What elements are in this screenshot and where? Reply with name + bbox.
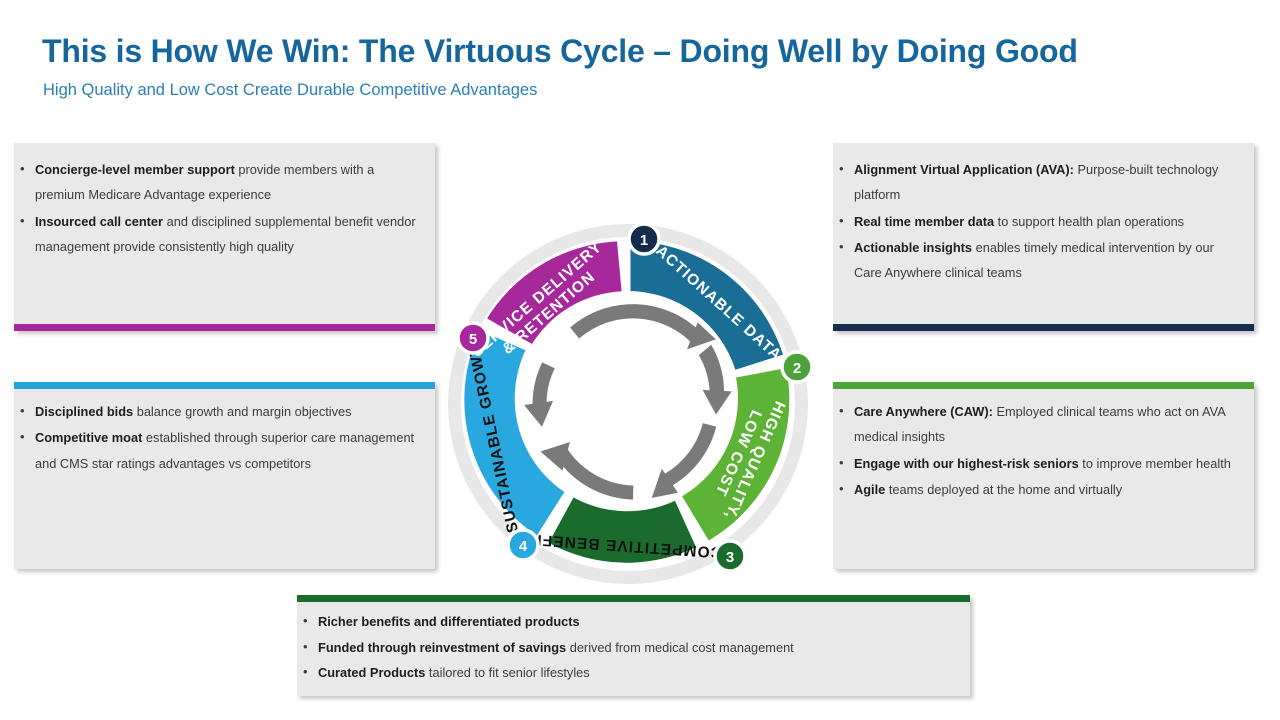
bullet-bold-text: Concierge-level member support xyxy=(35,162,235,177)
virtuous-cycle-diagram: ACTIONABLE DATA HIGH QUALITY, LOW COST C… xyxy=(442,218,814,590)
bullet-plain-text: Employed clinical teams who act on AVA m… xyxy=(854,404,1226,445)
badge-circle-5[interactable] xyxy=(456,321,490,355)
bullet-item: Disciplined bids balance growth and marg… xyxy=(14,398,423,424)
bullet-item: Real time member data to support health … xyxy=(833,208,1242,234)
segment-actionable-data[interactable] xyxy=(628,241,783,370)
bullet-item: Funded through reinvestment of savings d… xyxy=(297,635,958,661)
accent-bar-bottom-center xyxy=(297,595,970,602)
bullet-item: Alignment Virtual Application (AVA): Pur… xyxy=(833,156,1242,208)
bullet-bold-text: Agile xyxy=(854,481,886,497)
accent-bar-bottom-right xyxy=(833,382,1254,389)
inner-arrow-cycle xyxy=(524,304,732,500)
number-badges: 1 2 3 4 5 xyxy=(456,222,814,573)
cycle-arrow-3 xyxy=(698,344,725,402)
bullet-bold-text: Real time member data xyxy=(854,213,995,229)
cycle-arrow-1 xyxy=(532,362,555,416)
bullet-plain-text: enables timely medical intervention by o… xyxy=(854,239,1214,281)
bullet-item: Curated Products tailored to fit senior … xyxy=(297,660,958,686)
page-subtitle: High Quality and Low Cost Create Durable… xyxy=(43,81,538,99)
bullet-plain-text: balance growth and margin objectives xyxy=(133,404,352,419)
badge-circle-4[interactable] xyxy=(506,528,540,562)
callout-top-left: Concierge-level member support provide m… xyxy=(14,143,435,331)
bullet-item: Agile teams deployed at the home and vir… xyxy=(833,476,1242,502)
badge-circle-3[interactable] xyxy=(713,539,747,573)
segment-service-delivery-retention[interactable] xyxy=(485,241,622,347)
accent-bar-top-left xyxy=(14,324,435,331)
cycle-arrow-5-head xyxy=(540,442,570,471)
cycle-arrow-4-head xyxy=(651,468,678,498)
bullet-plain-text: derived from medical cost management xyxy=(566,639,794,655)
badge-circle-2[interactable] xyxy=(780,350,814,384)
cycle-arrow-2-head xyxy=(687,322,716,350)
cycle-arrow-3-head xyxy=(702,389,732,415)
bullet-list-top-right: Alignment Virtual Application (AVA): Pur… xyxy=(833,156,1242,286)
segment-dividers xyxy=(484,241,787,548)
bullet-plain-text: tailored to fit senior lifestyles xyxy=(425,665,590,681)
bullet-plain-text: to improve member health xyxy=(1078,455,1231,471)
accent-bar-bottom-left xyxy=(14,382,435,389)
badge-label-5: 5 xyxy=(469,331,477,348)
bullet-plain-text: teams deployed at the home and virtually xyxy=(885,481,1123,497)
bullet-plain-text: and disciplined supplemental benefit ven… xyxy=(35,213,416,254)
segment-competitive-benefits[interactable] xyxy=(548,497,699,563)
badge-label-3: 3 xyxy=(726,549,734,566)
bullet-item: Actionable insights enables timely medic… xyxy=(833,234,1242,286)
bullet-bold-text: Actionable insights xyxy=(854,239,973,255)
cycle-arrow-2 xyxy=(570,304,705,346)
callout-bottom-right: Care Anywhere (CAW): Employed clinical t… xyxy=(833,382,1254,569)
badge-label-1: 1 xyxy=(640,232,648,249)
accent-bar-top-right xyxy=(833,324,1254,331)
bullet-item: Engage with our highest-risk seniors to … xyxy=(833,450,1242,476)
bullet-plain-text: to support health plan operations xyxy=(994,213,1185,229)
bullet-bold-text: Funded through reinvestment of savings xyxy=(318,639,567,655)
bullet-bold-text: Curated Products xyxy=(318,665,426,681)
bullet-item: Care Anywhere (CAW): Employed clinical t… xyxy=(833,398,1242,450)
badge-label-4: 4 xyxy=(519,538,528,555)
badge-circle-1[interactable] xyxy=(627,222,661,256)
bullet-plain-text: provide members with a premium Medicare … xyxy=(35,162,375,203)
bullet-bold-text: Richer benefits and differentiated produ… xyxy=(318,614,580,629)
badge-label-2: 2 xyxy=(793,360,801,377)
bullet-list-top-left: Concierge-level member support provide m… xyxy=(14,156,423,260)
bullet-bold-text: Care Anywhere (CAW): xyxy=(854,404,993,419)
bullet-list-bottom-right: Care Anywhere (CAW): Employed clinical t… xyxy=(833,398,1242,502)
segment-sustainable-growth[interactable] xyxy=(464,330,567,537)
callout-bottom-center: Richer benefits and differentiated produ… xyxy=(297,595,970,696)
callout-bottom-left: Disciplined bids balance growth and marg… xyxy=(14,382,435,569)
page-title: This is How We Win: The Virtuous Cycle –… xyxy=(42,33,1078,69)
bullet-bold-text: Insourced call center xyxy=(35,213,164,229)
bullet-item: Competitive moat established through sup… xyxy=(14,424,423,476)
bullet-list-bottom-center: Richer benefits and differentiated produ… xyxy=(297,609,958,686)
bullet-bold-text: Competitive moat xyxy=(35,430,143,446)
bullet-plain-text: Purpose-built technology platform xyxy=(854,162,1219,203)
bullet-list-bottom-left: Disciplined bids balance growth and marg… xyxy=(14,398,423,476)
callout-top-right: Alignment Virtual Application (AVA): Pur… xyxy=(833,143,1254,331)
bullet-plain-text: established through superior care manage… xyxy=(35,430,415,471)
ring-segments xyxy=(464,241,790,563)
bullet-bold-text: Disciplined bids xyxy=(35,404,134,419)
cycle-arrow-4 xyxy=(659,423,717,489)
cycle-arrow-1-head xyxy=(524,400,554,427)
bullet-bold-text: Alignment Virtual Application (AVA): xyxy=(854,162,1074,177)
bullet-item: Concierge-level member support provide m… xyxy=(14,156,423,208)
bullet-item: Insourced call center and disciplined su… xyxy=(14,208,423,260)
bullet-item: Richer benefits and differentiated produ… xyxy=(297,609,958,635)
segment-high-quality-low-cost[interactable] xyxy=(682,365,790,541)
bullet-bold-text: Engage with our highest-risk seniors xyxy=(854,455,1079,471)
cycle-svg: ACTIONABLE DATA HIGH QUALITY, LOW COST C… xyxy=(448,222,814,584)
cycle-arrow-5 xyxy=(556,449,634,500)
